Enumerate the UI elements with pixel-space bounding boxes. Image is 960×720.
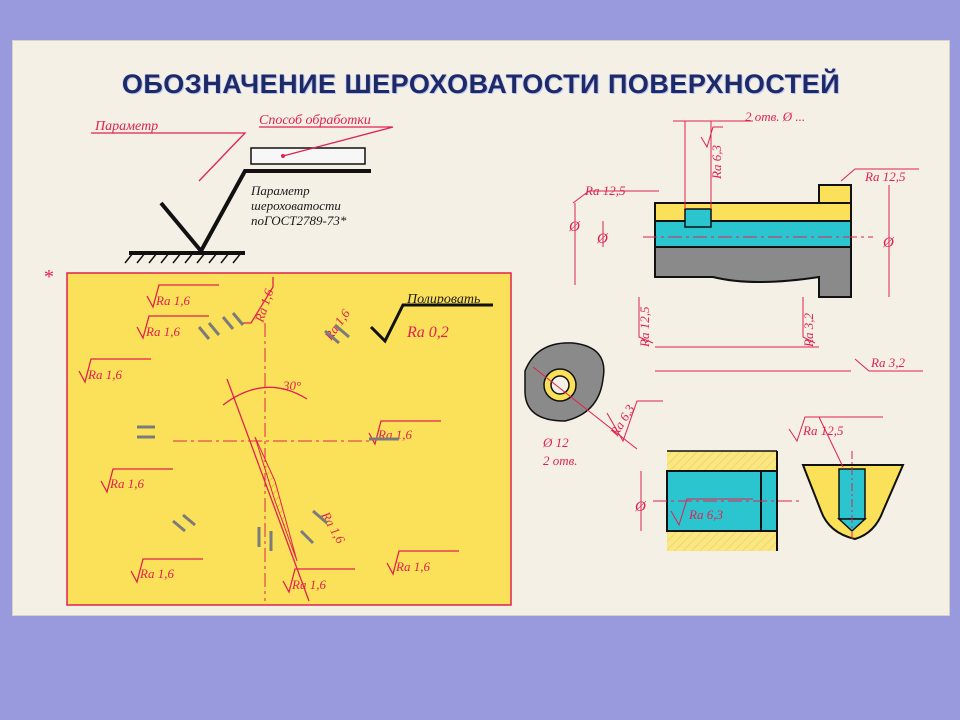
label-ra02: Ra 0,2 xyxy=(406,324,449,341)
ra-label-4: Ra 1,6 xyxy=(109,476,144,491)
asterisk-mark: * xyxy=(43,266,53,288)
roughness-diagram: Параметр Способ обработки Параметр шерох… xyxy=(43,109,923,606)
phi-4: Ø xyxy=(634,499,647,515)
ra-label-6: Ra 1,6 xyxy=(291,577,326,592)
label-parametr: Параметр xyxy=(94,119,158,134)
phi12-label: Ø 12 xyxy=(542,435,569,450)
roughness-check-mark xyxy=(159,169,371,255)
ra-label-1: Ra 1,6 xyxy=(155,293,190,308)
sleeve xyxy=(640,450,799,551)
shaft-section xyxy=(643,184,873,298)
holes-label: 2 отв. Ø ... xyxy=(745,109,805,124)
leader-sposob xyxy=(259,126,394,157)
label-param-1: Параметр xyxy=(250,183,310,198)
ra-shaft-4: Ra 12,5 xyxy=(637,306,652,348)
page-title: ОБОЗНАЧЕНИЕ ШЕРОХОВАТОСТИ ПОВЕРХНОСТЕЙ xyxy=(121,69,841,99)
label-sposob: Способ обработки xyxy=(259,113,371,128)
label-param-3: поГОСТ2789-73* xyxy=(251,213,347,228)
legend-symbol xyxy=(91,126,394,264)
washer xyxy=(524,342,663,450)
method-box xyxy=(250,147,366,165)
shaft-dimensions xyxy=(572,120,923,372)
ra-shaft-6: Ra 6,3 xyxy=(709,145,724,180)
ra-shaft-3: Ra 3,2 xyxy=(870,355,905,370)
ra-signs-panel xyxy=(78,277,459,594)
ra-label-2: Ra 1,6 xyxy=(145,324,180,339)
angle-label: 30° xyxy=(282,378,301,393)
phi-2: Ø xyxy=(596,231,609,247)
polish-symbol xyxy=(369,303,493,344)
countersink xyxy=(788,416,905,541)
examples-panel xyxy=(66,272,512,606)
leader-parametr xyxy=(91,132,247,182)
holes2-label: 2 отв. xyxy=(543,453,578,468)
ra-label-5: Ra 1,6 xyxy=(139,566,174,581)
hatch-marks xyxy=(137,312,399,551)
ra-sleeve: Ra 6,3 xyxy=(688,507,723,522)
ra-countersink: Ra 12,5 xyxy=(802,423,844,438)
phi-3: Ø xyxy=(882,235,895,251)
ra-label-3: Ra 1,6 xyxy=(87,367,122,382)
label-param-2: шероховатости xyxy=(251,198,341,213)
ra-label-7: Ra 1,6 xyxy=(395,559,430,574)
ra-shaft-5: Ra 3,2 xyxy=(801,313,816,348)
ra-shaft-2: Ra 12,5 xyxy=(864,169,906,184)
phi-1: Ø xyxy=(568,219,581,235)
label-polirovat: Полировать xyxy=(406,292,480,307)
poster-sheet: ОБОЗНАЧЕНИЕ ШЕРОХОВАТОСТИ ПОВЕРХНОСТЕЙ П… xyxy=(12,40,950,616)
ra-shaft-1: Ra 12,5 xyxy=(584,183,626,198)
